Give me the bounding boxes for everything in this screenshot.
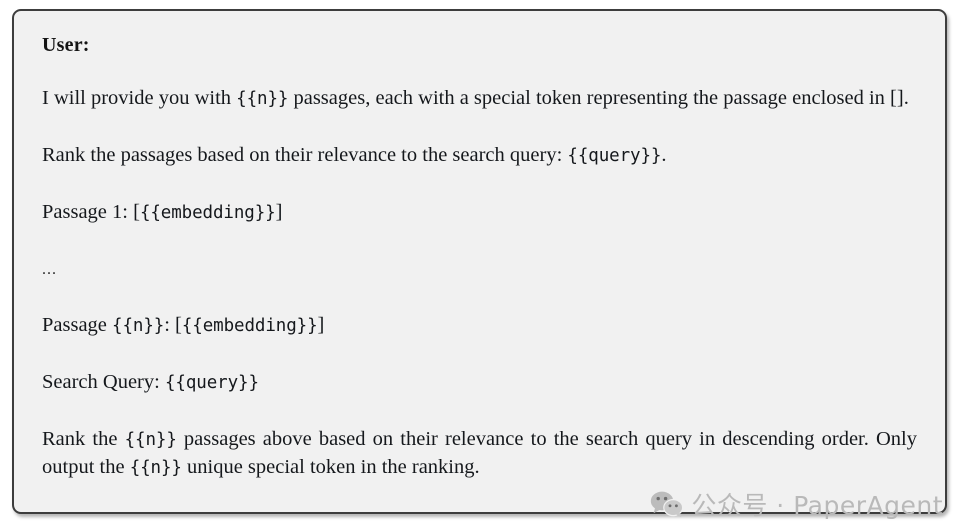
prompt-card: User: I will provide you with {{n}} pass… <box>12 9 947 514</box>
instruction-intro: I will provide you with {{n}} passages, … <box>42 85 917 113</box>
template-variable: {{n}} <box>129 458 182 478</box>
instruction-rank-query: Rank the passages based on their relevan… <box>42 142 917 170</box>
prompt-text: unique special token in the ranking. <box>181 456 480 478</box>
search-query-line: Search Query: {{query}} <box>42 369 917 397</box>
prompt-text: I will provide you with <box>42 87 237 109</box>
spacer <box>42 397 917 426</box>
prompt-text: Rank the <box>42 428 125 450</box>
prompt-text: Search Query: <box>42 371 165 393</box>
spacer <box>42 340 917 369</box>
passage-ellipsis: ... <box>42 256 917 283</box>
template-variable: {{n}} <box>124 430 177 450</box>
template-variable: {{query}} <box>567 146 662 166</box>
passage-last: Passage {{n}}: [{{embedding}}] <box>42 312 917 340</box>
prompt-text: passages above based on their relevance … <box>42 428 917 478</box>
prompt-text: : [ <box>164 314 182 336</box>
prompt-text: ... <box>42 261 57 278</box>
passage-first: Passage 1: [{{embedding}}] <box>42 199 917 227</box>
instruction-output: Rank the {{n}} passages above based on t… <box>42 426 917 482</box>
prompt-text: ] <box>317 314 325 336</box>
spacer <box>42 170 917 199</box>
role-label-user: User: <box>42 34 90 56</box>
prompt-text: ] <box>275 201 283 223</box>
spacer <box>42 227 917 256</box>
template-variable: {{n}} <box>112 316 165 336</box>
prompt-text: passages, each with a special token repr… <box>288 87 909 109</box>
prompt-text: Passage <box>42 314 113 336</box>
template-variable: {{n}} <box>236 89 289 109</box>
template-variable: {{embedding}} <box>181 316 318 336</box>
template-variable: {{query}} <box>164 373 259 393</box>
prompt-text: Rank the passages based on their relevan… <box>42 144 568 166</box>
spacer <box>42 113 917 142</box>
prompt-text: . <box>661 144 667 166</box>
spacer <box>42 283 917 312</box>
prompt-text: Passage 1: [ <box>42 201 140 223</box>
template-variable: {{embedding}} <box>139 203 276 223</box>
spacer <box>42 55 917 85</box>
prompt-body: I will provide you with {{n}} passages, … <box>42 85 917 482</box>
